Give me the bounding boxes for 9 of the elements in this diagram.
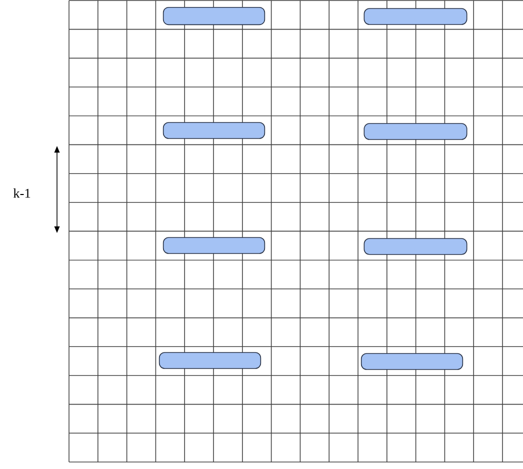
rounded-bar — [158, 352, 262, 369]
rounded-bar — [364, 123, 468, 140]
rounded-bar — [162, 237, 266, 254]
rounded-bar — [162, 6, 266, 26]
rounded-bar — [364, 238, 468, 255]
rounded-bar — [360, 353, 464, 370]
dimension-label: k-1 — [13, 188, 30, 198]
rounded-bar — [364, 8, 468, 25]
rounded-bar — [162, 122, 266, 139]
